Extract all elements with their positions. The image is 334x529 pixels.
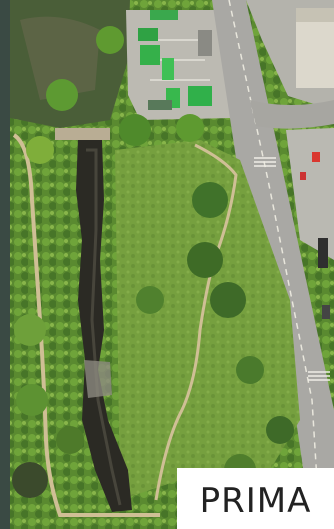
- green-roof-7: [150, 10, 178, 20]
- caption-box: PRIMA: [177, 468, 334, 529]
- green-roof-6: [148, 100, 172, 110]
- green-roof-1: [140, 45, 160, 65]
- footpath-right: [154, 143, 238, 501]
- right-lot: [286, 128, 334, 260]
- green-roof-2: [138, 28, 158, 41]
- green-roof-5: [188, 86, 212, 106]
- caption-label: PRIMA: [199, 480, 312, 521]
- ravine-rocks: [84, 360, 112, 398]
- cross-road: [250, 100, 334, 129]
- left-edge: [0, 0, 10, 529]
- green-roof-3: [162, 58, 174, 80]
- stone-wall: [55, 128, 110, 140]
- park-grass: [115, 140, 300, 500]
- ravine: [76, 140, 132, 512]
